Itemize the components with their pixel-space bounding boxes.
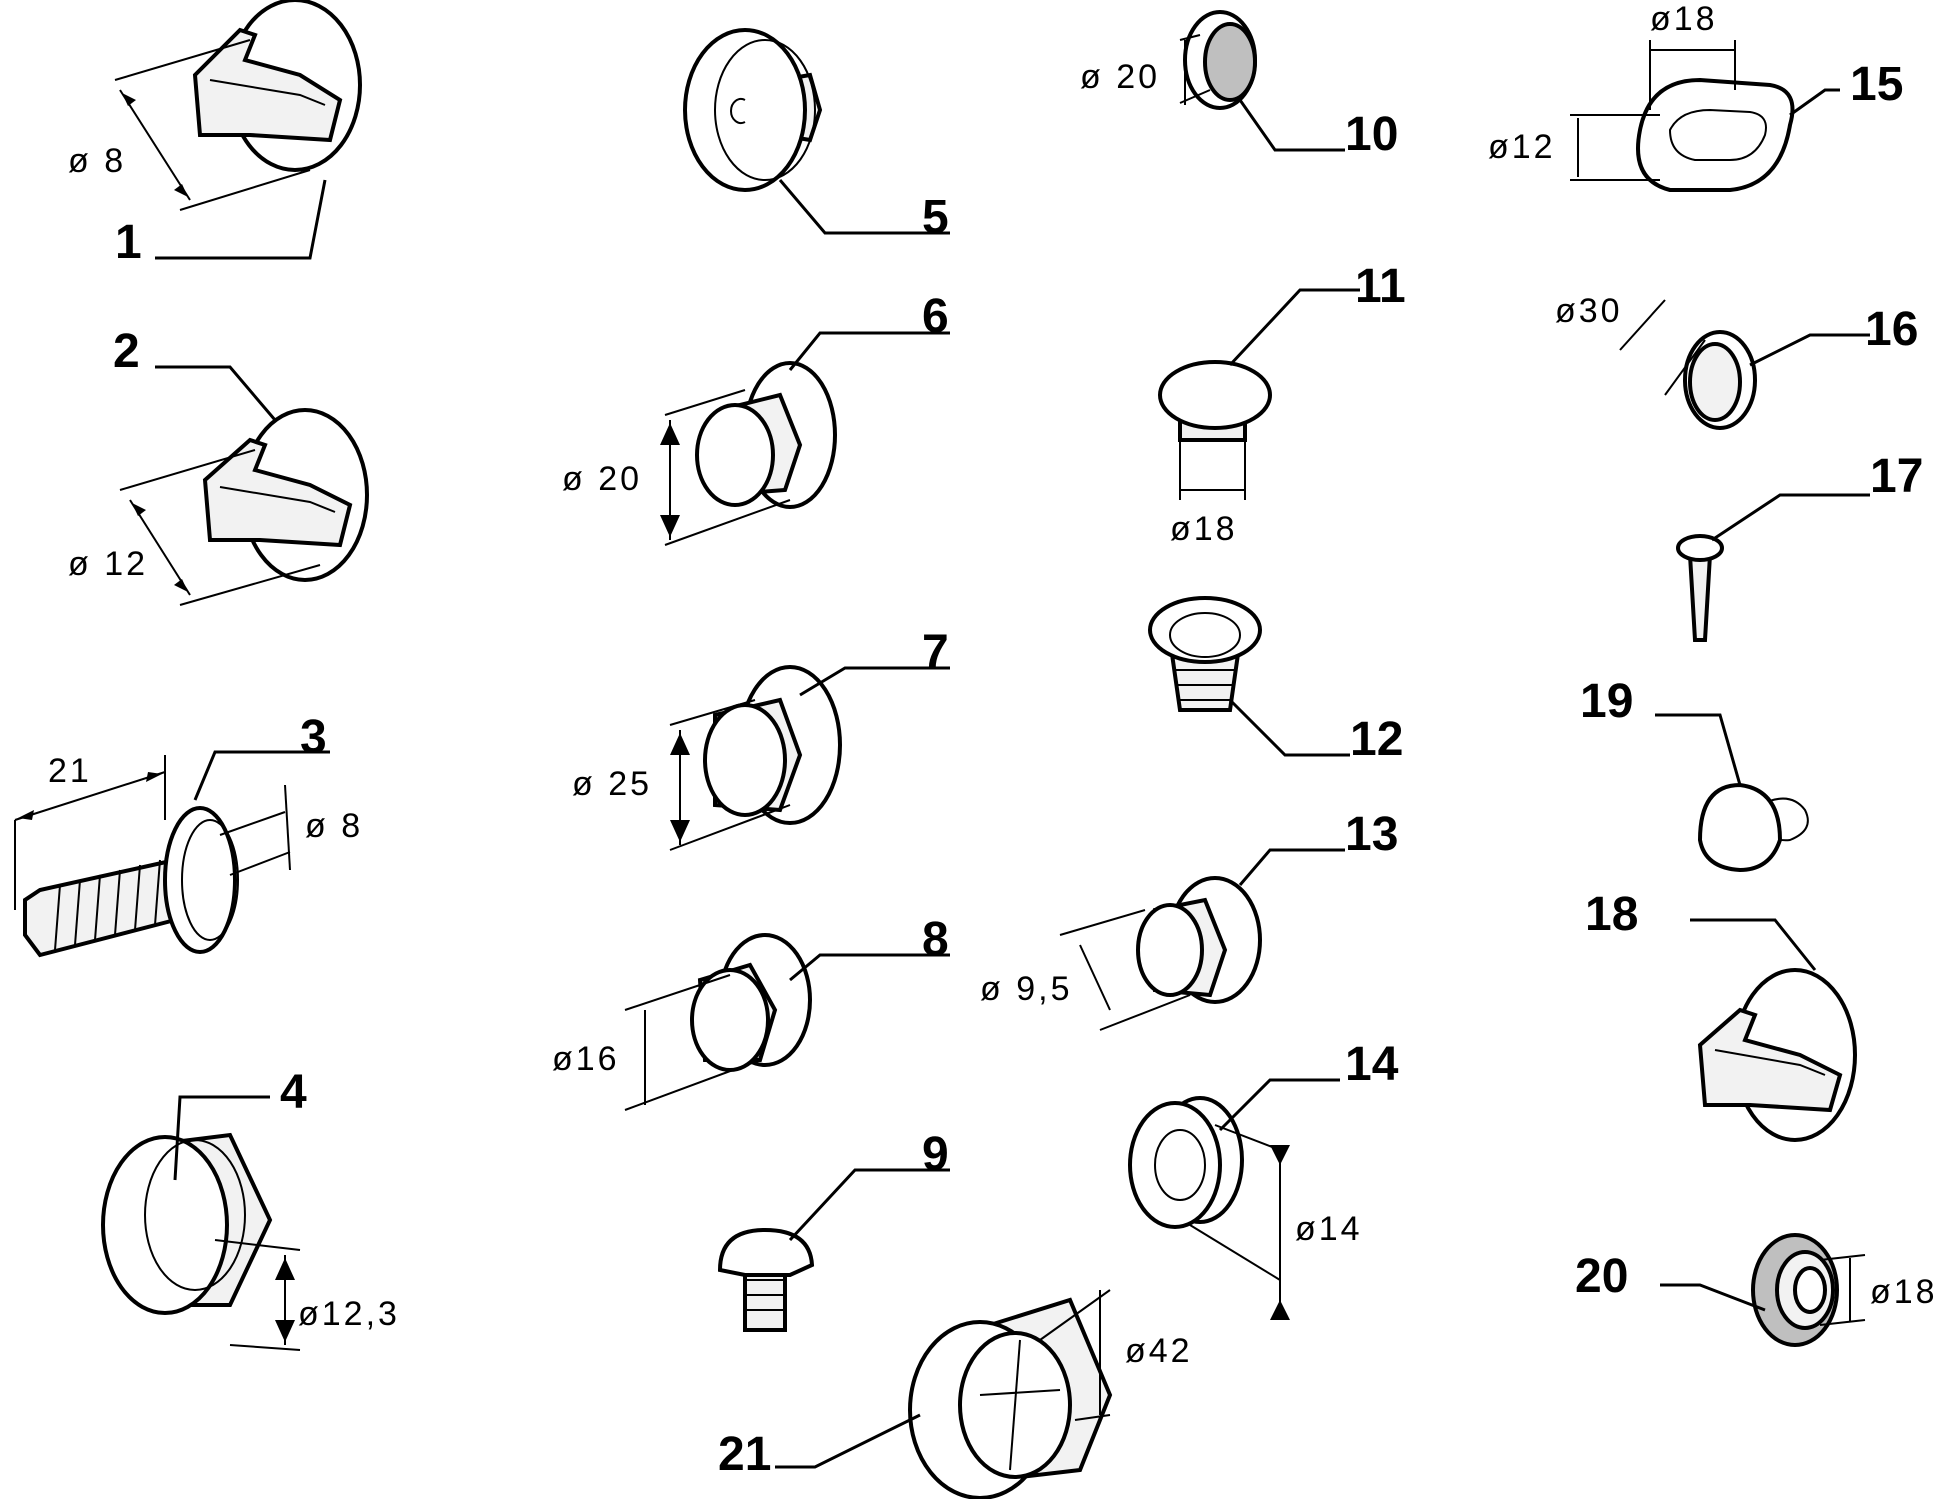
dimension-4: ø12,3 bbox=[298, 1295, 400, 1333]
callout-5: 5 bbox=[922, 191, 949, 244]
dimension-6: ø 20 bbox=[562, 460, 642, 498]
callout-6: 6 bbox=[922, 290, 949, 343]
part-18-clip bbox=[1690, 918, 1857, 1142]
part-6-plug bbox=[660, 331, 950, 546]
part-16-plug bbox=[1619, 299, 1870, 430]
part-2-clip bbox=[119, 365, 369, 606]
part-9-pin bbox=[717, 1168, 950, 1332]
dimension-10: ø 20 bbox=[1080, 58, 1160, 96]
callout-15: 15 bbox=[1850, 58, 1903, 111]
part-3-screw bbox=[14, 750, 330, 958]
dimension-20: ø18 bbox=[1870, 1273, 1938, 1311]
part-12-plug bbox=[1148, 596, 1350, 757]
callout-14: 14 bbox=[1345, 1038, 1399, 1091]
dimension-11: ø18 bbox=[1170, 510, 1238, 548]
callout-18: 18 bbox=[1585, 888, 1638, 941]
callout-20: 20 bbox=[1575, 1250, 1628, 1303]
dimension-1: ø 8 bbox=[68, 142, 126, 180]
callout-13: 13 bbox=[1345, 808, 1398, 861]
callout-7: 7 bbox=[922, 626, 949, 679]
callout-4: 4 bbox=[280, 1066, 307, 1119]
part-5-button bbox=[683, 28, 950, 235]
callout-16: 16 bbox=[1865, 303, 1918, 356]
dimension-7: ø 25 bbox=[572, 765, 652, 803]
dimension-3-length: 21 bbox=[48, 752, 92, 790]
dimension-13: ø 9,5 bbox=[980, 970, 1072, 1008]
part-14-grommet bbox=[1128, 1078, 1340, 1320]
dimension-16: ø30 bbox=[1555, 292, 1623, 330]
part-15-oval-plug bbox=[1570, 40, 1840, 192]
part-7-plug bbox=[669, 665, 950, 851]
callout-9: 9 bbox=[922, 1128, 949, 1181]
part-13-plug bbox=[1059, 848, 1345, 1031]
dimension-14: ø14 bbox=[1295, 1210, 1363, 1248]
callout-3: 3 bbox=[300, 711, 327, 764]
callout-2: 2 bbox=[113, 325, 140, 378]
part-19-button bbox=[1655, 713, 1809, 873]
part-11-cap bbox=[1158, 288, 1360, 500]
callout-10: 10 bbox=[1345, 108, 1398, 161]
part-10-plug bbox=[1179, 10, 1345, 152]
part-21-grommet bbox=[775, 1289, 1113, 1499]
callout-17: 17 bbox=[1870, 450, 1923, 503]
dimension-3-diameter: ø 8 bbox=[305, 807, 363, 845]
callout-1: 1 bbox=[115, 216, 142, 269]
dimension-2: ø 12 bbox=[68, 545, 148, 583]
callout-21: 21 bbox=[718, 1428, 771, 1481]
dimension-8: ø16 bbox=[552, 1040, 620, 1078]
part-4-plug bbox=[101, 1095, 301, 1351]
part-17-pin bbox=[1676, 493, 1870, 642]
callout-11: 11 bbox=[1355, 260, 1406, 313]
callout-19: 19 bbox=[1580, 675, 1633, 728]
dimension-15-width: ø18 bbox=[1650, 0, 1718, 38]
callout-12: 12 bbox=[1350, 713, 1403, 766]
callout-8: 8 bbox=[922, 913, 949, 966]
dimension-15-height: ø12 bbox=[1488, 128, 1556, 166]
part-8-plug bbox=[624, 933, 950, 1111]
dimension-21: ø42 bbox=[1125, 1332, 1193, 1370]
part-1-clip bbox=[114, 0, 362, 260]
part-20-grommet bbox=[1660, 1233, 1866, 1347]
